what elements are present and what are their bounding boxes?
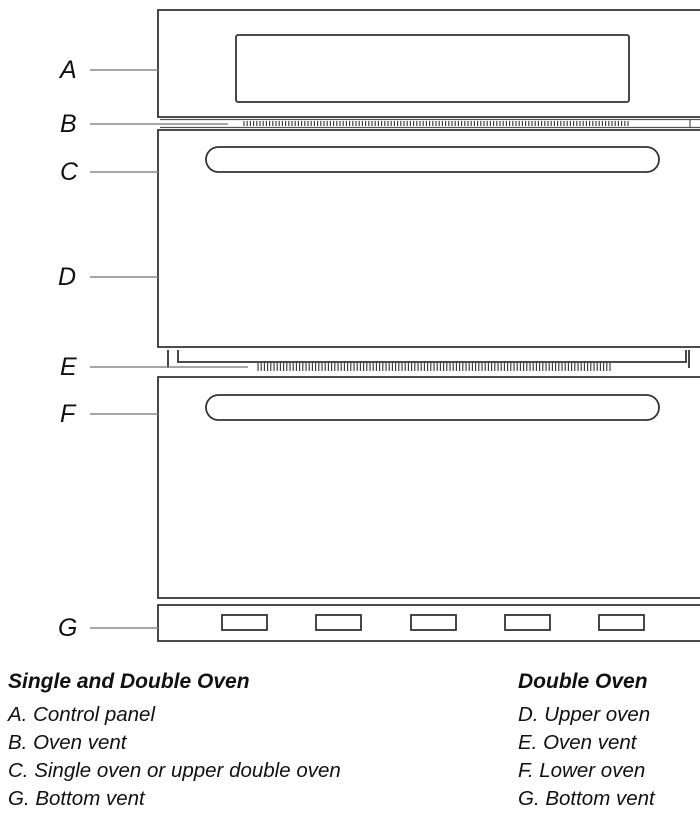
legend-right-heading: Double Oven xyxy=(518,670,648,693)
oven-vent-e-frame xyxy=(167,350,690,368)
control-panel xyxy=(157,9,700,118)
upper-oven-door xyxy=(157,129,700,348)
bottom-vent-slot xyxy=(315,614,362,631)
oven-diagram xyxy=(90,9,700,642)
bottom-vent-slot xyxy=(410,614,457,631)
legend-left-item: C. Single oven or upper double oven xyxy=(8,759,341,782)
upper-oven-handle xyxy=(205,146,660,173)
oven-vent-e-slats xyxy=(257,363,611,371)
bottom-vent-slot xyxy=(504,614,551,631)
legend-double: Double Oven D. Upper oven E. Oven vent F… xyxy=(518,670,655,813)
legend-left-item: B. Oven vent xyxy=(8,731,127,754)
lower-oven-handle xyxy=(205,394,660,421)
legend-right-item: E. Oven vent xyxy=(518,731,637,754)
legend-right-item: G. Bottom vent xyxy=(518,787,655,810)
bottom-vent-slot xyxy=(598,614,645,631)
legend-single-and-double: Single and Double Oven A. Control panel … xyxy=(8,670,341,813)
callout-e: E xyxy=(60,353,77,381)
legend-left-item: G. Bottom vent xyxy=(8,787,145,810)
control-panel-display xyxy=(235,34,630,103)
callout-c: C xyxy=(60,158,79,186)
oven-vent-b xyxy=(160,118,700,129)
callout-g: G xyxy=(58,614,78,642)
callout-f: F xyxy=(60,400,76,428)
lower-oven-door xyxy=(157,376,700,599)
callout-d: D xyxy=(58,263,77,291)
bottom-vent-panel xyxy=(157,604,700,642)
legend-left-heading: Single and Double Oven xyxy=(8,670,250,693)
legend-right-item: F. Lower oven xyxy=(518,759,646,782)
bottom-vent-slot xyxy=(221,614,268,631)
callout-a: A xyxy=(60,56,77,84)
callout-b: B xyxy=(60,110,77,138)
legend-right-item: D. Upper oven xyxy=(518,703,651,726)
legend-left-item: A. Control panel xyxy=(8,703,156,726)
